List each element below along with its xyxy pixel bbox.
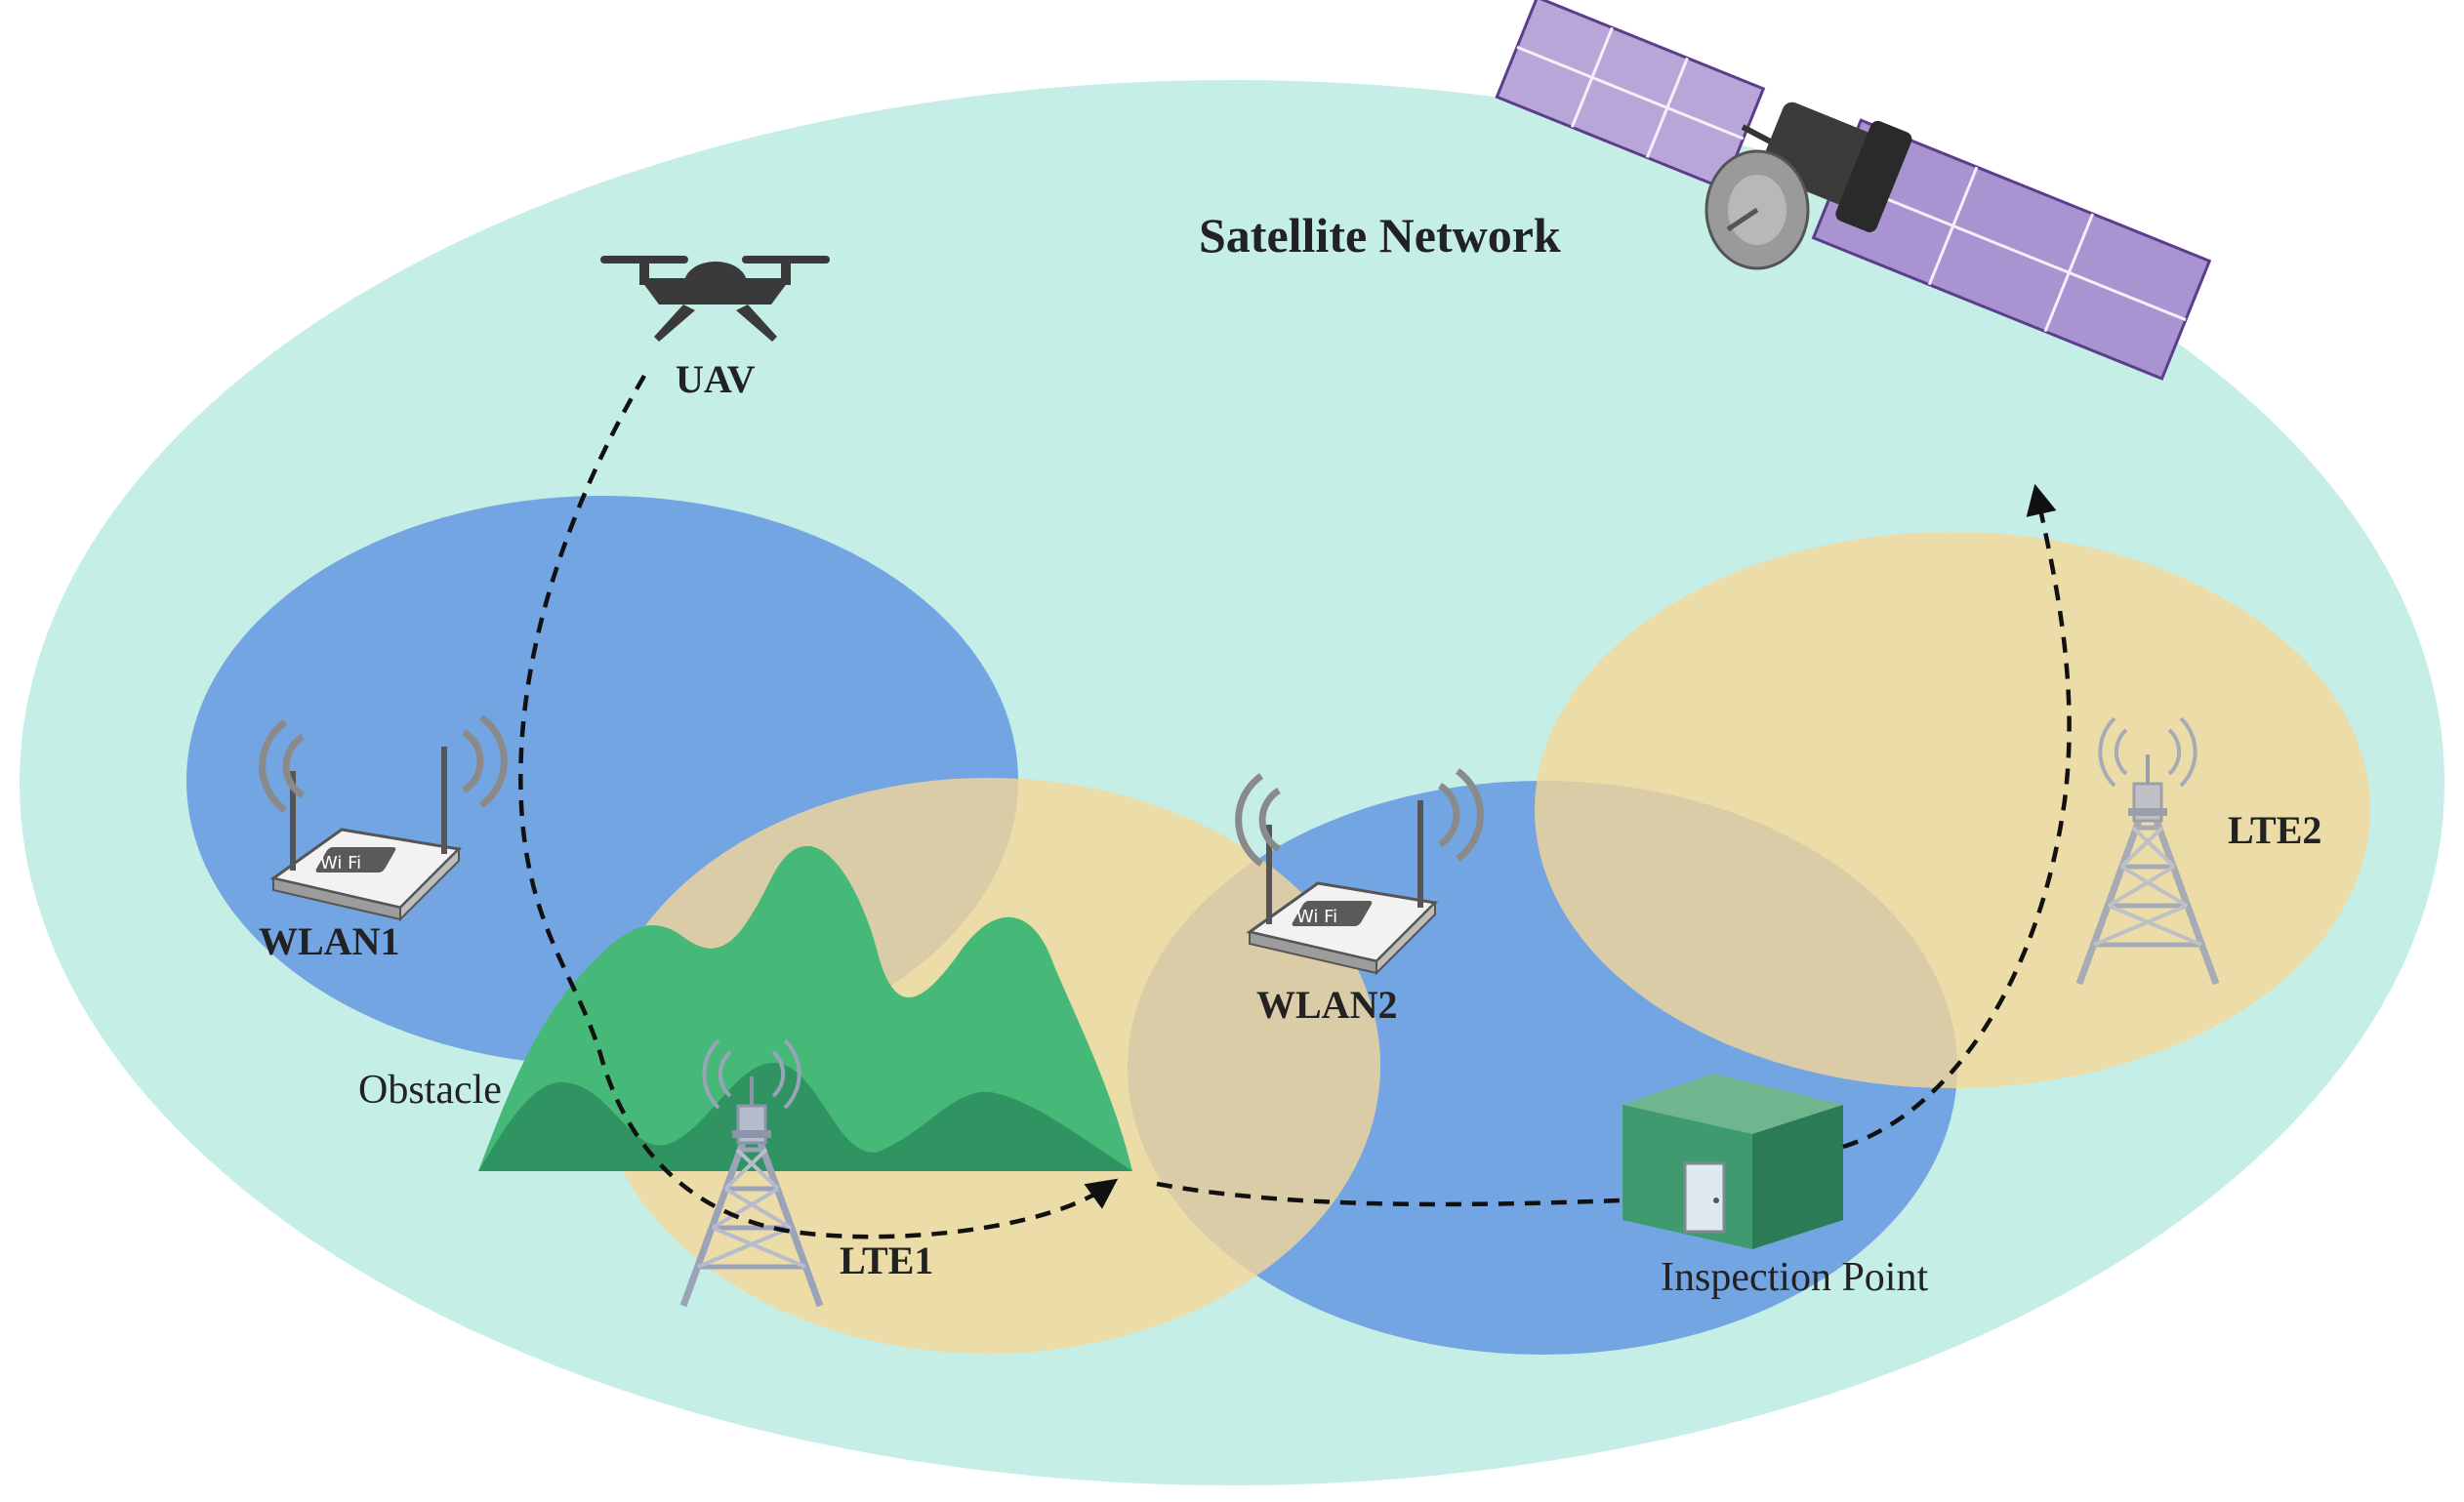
wifi-badge: Wi Fi (320, 853, 361, 873)
satellite-icon (1495, 0, 2212, 381)
uav-flight-path (1842, 483, 2072, 1150)
mountain-icon (478, 845, 1132, 1171)
uav-flight-path (1156, 1181, 1622, 1207)
lte2-tower-icon (2079, 716, 2216, 984)
obstacle-label: Obstacle (358, 1068, 502, 1113)
lte2-label: LTE2 (2228, 808, 2321, 852)
lte2-coverage (1535, 532, 2370, 1088)
drone-icon (600, 256, 830, 342)
wlan2-router-icon: Wi Fi (1239, 771, 1481, 973)
building-icon (1622, 1074, 1843, 1249)
lte1-label: LTE1 (840, 1238, 933, 1282)
uav-label: UAV (676, 357, 756, 401)
lte1-tower-icon (683, 1038, 820, 1306)
satellite-network-label: Satellite Network (1199, 208, 1561, 263)
uav-flight-path (518, 374, 1119, 1239)
wlan1-router-icon: Wi Fi (263, 717, 505, 919)
inspection-point-label: Inspection Point (1661, 1255, 1928, 1300)
wlan2-label: WLAN2 (1256, 983, 1397, 1027)
wlan1-label: WLAN1 (259, 919, 399, 963)
wifi-badge: Wi Fi (1296, 907, 1337, 927)
